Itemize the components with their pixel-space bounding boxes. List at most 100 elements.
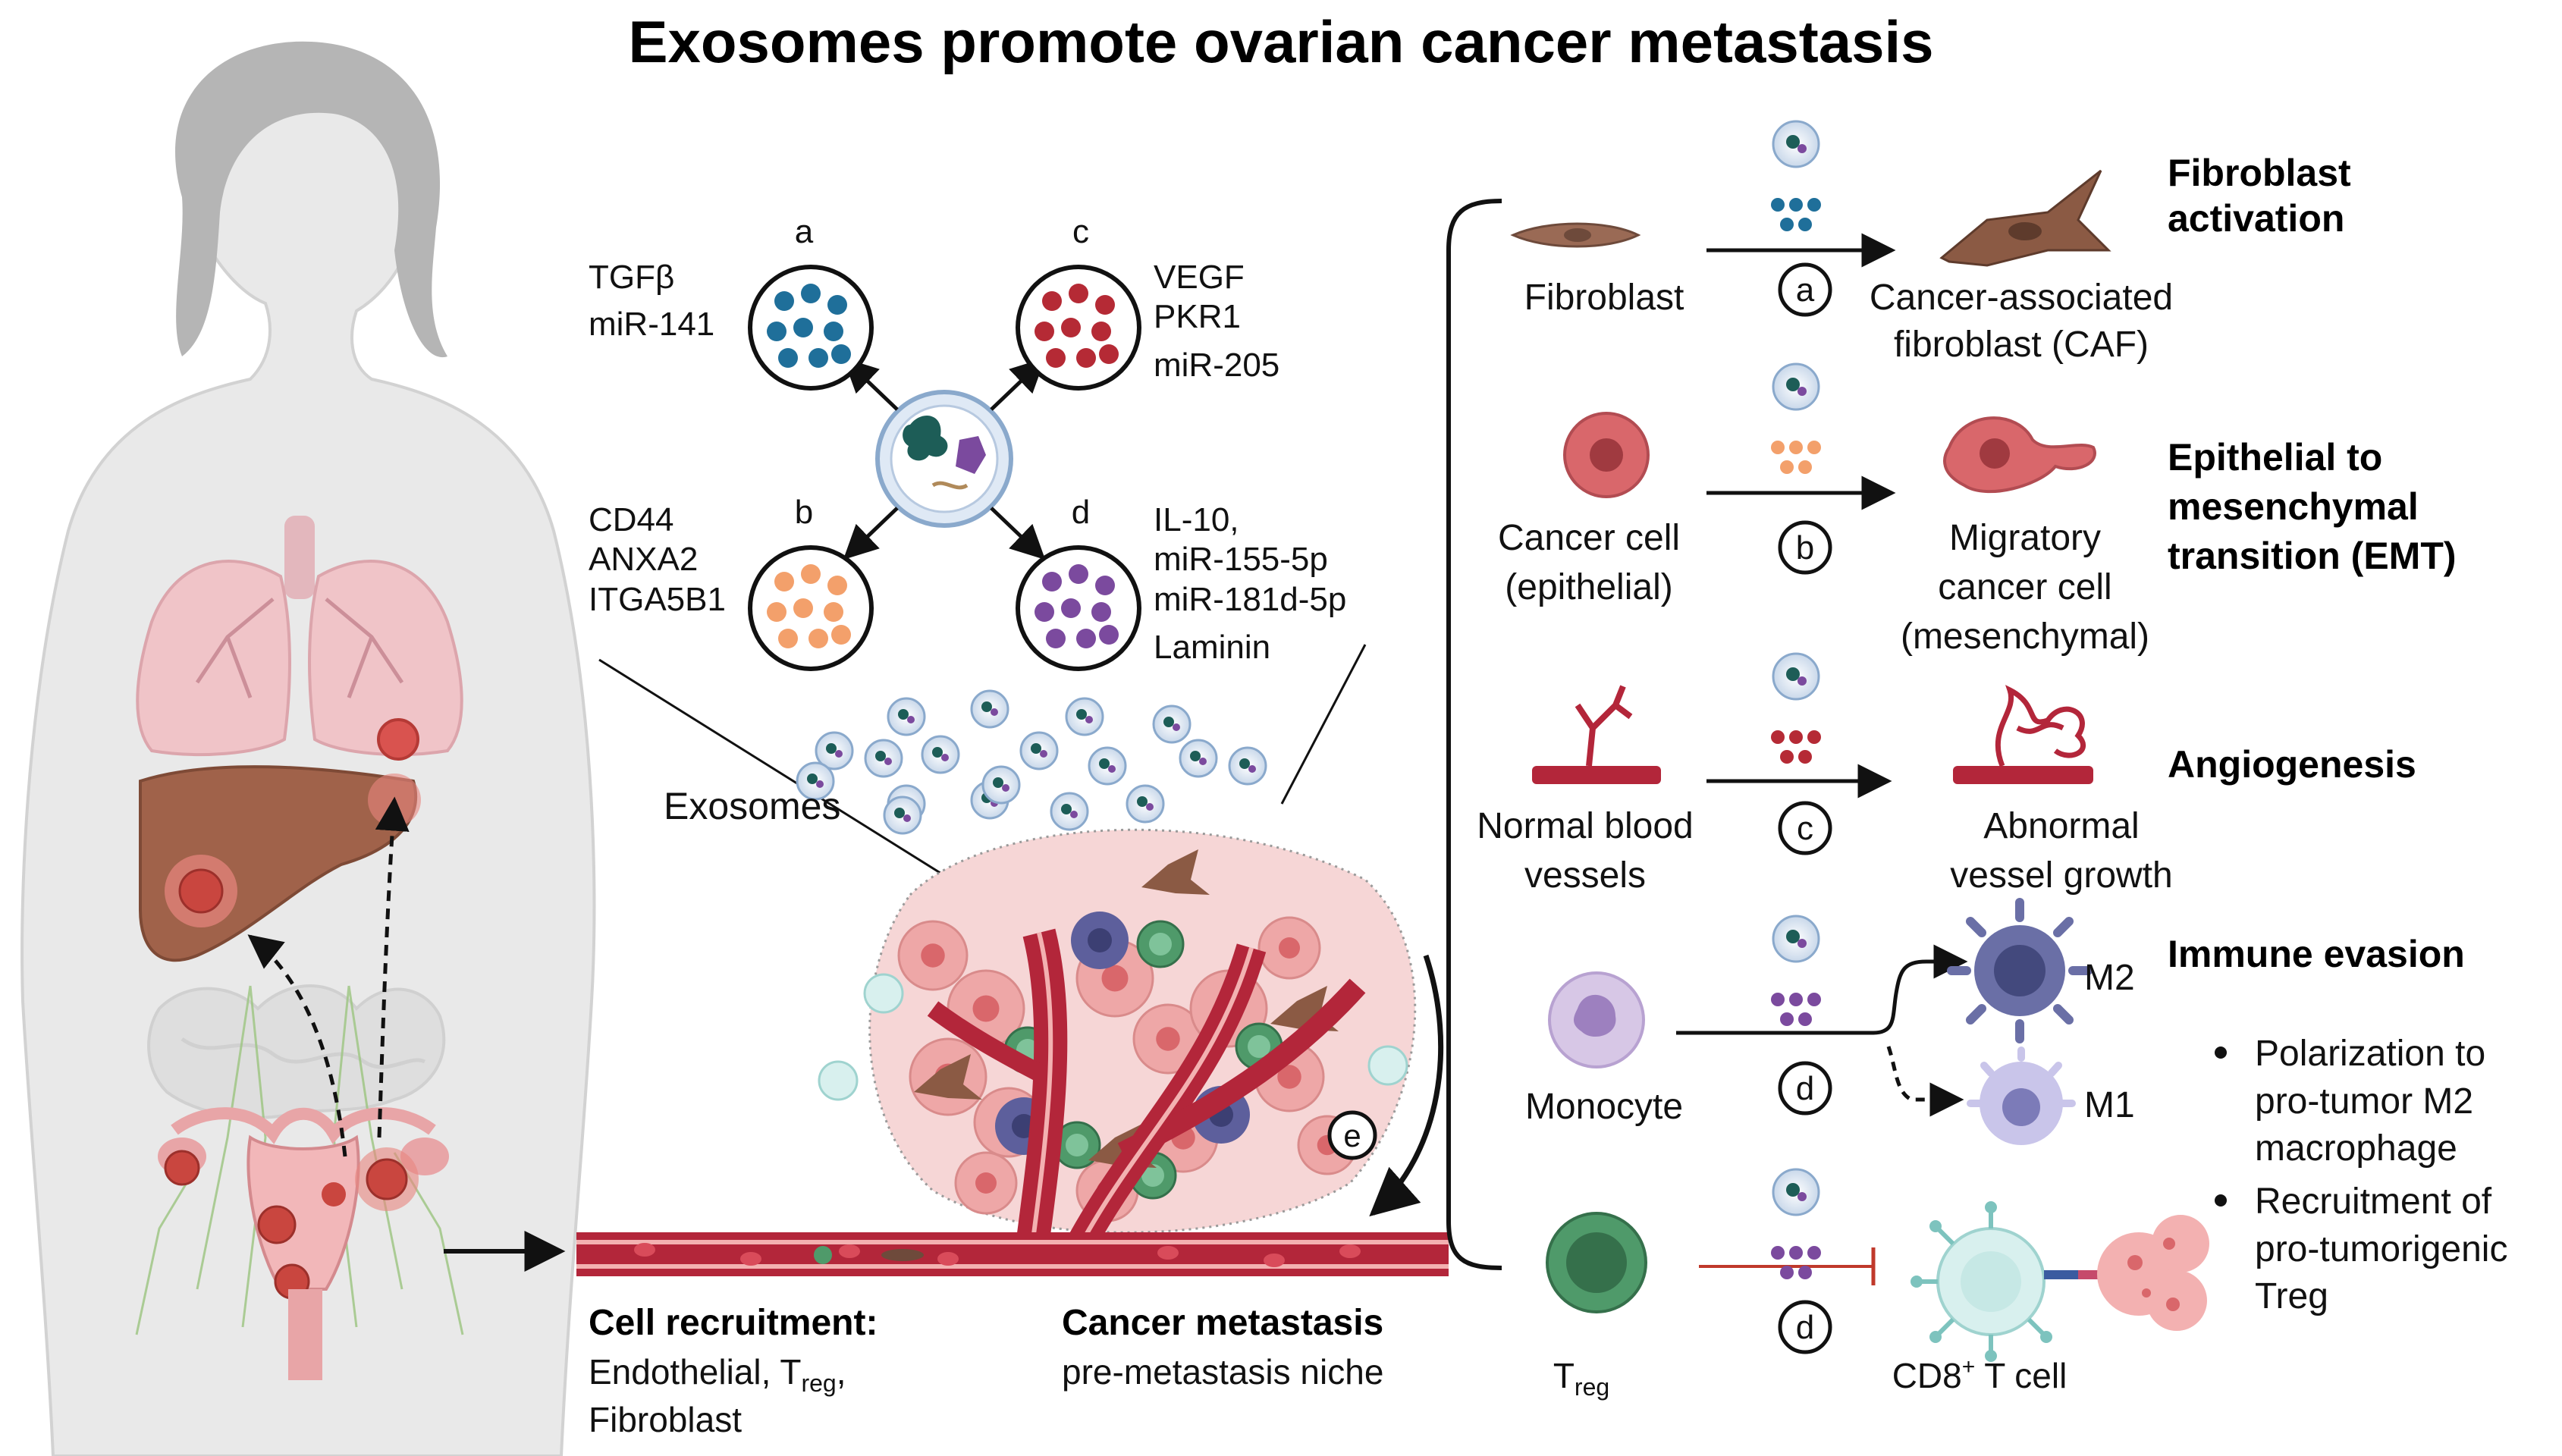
row-marker-letter: b (1796, 529, 1814, 566)
row-marker-letter: a (1796, 271, 1815, 309)
mesenchymal-cell-icon (1943, 416, 2096, 494)
zoom-line-right (1280, 644, 1367, 805)
cargo-d-item-4: Laminin (1154, 629, 1270, 666)
red-blood-cell (937, 1252, 959, 1266)
spread-arrow-lung (375, 796, 410, 1138)
cargo-dot (1099, 344, 1119, 364)
row-exosome-icon (1772, 915, 1820, 963)
row-cargo-dot (1771, 198, 1785, 212)
intestines (147, 984, 446, 1119)
niche-marker (1327, 1110, 1377, 1160)
cancer-cell-label-1: Cancer cell (1498, 518, 1680, 558)
cell-recruitment-caption: Cell recruitment: Endothelial, Treg, Fib… (589, 1303, 878, 1439)
exosome-icon (1126, 784, 1165, 824)
treg-label-main: T (1553, 1356, 1575, 1395)
normal-vessel-label-2: vessels (1524, 855, 1646, 896)
caf-label-2: fibroblast (CAF) (1894, 325, 2149, 365)
row-cargo-dot (1789, 730, 1803, 744)
cargo-a-item-2: miR-141 (589, 306, 714, 343)
row-immune: Monocyte M2 M1 Immune evasion (1525, 898, 2507, 1316)
niche-marker-letter: e (1343, 1118, 1361, 1153)
row-cargo-dot (1798, 460, 1812, 474)
cargo-b-item-1: CD44 (589, 501, 674, 538)
row-marker-letter: c (1797, 810, 1813, 847)
caf-icon (1939, 169, 2111, 267)
cargo-dot (1095, 295, 1115, 315)
caf-cell (914, 1054, 982, 1100)
recruit-line-1-sub: reg (801, 1370, 836, 1397)
caf-label-1: Cancer-associated (1870, 278, 2173, 318)
process-fibroblast-2: activation (2168, 197, 2344, 240)
rna-icon (956, 436, 986, 474)
cargo-dot (1046, 629, 1066, 648)
cargo-dot (801, 564, 821, 584)
liver (139, 765, 421, 962)
t-cell (863, 973, 904, 1014)
exosomes-label: Exosomes (664, 785, 840, 827)
row-exosomes (1771, 120, 1821, 1279)
row-cargo-dot (1780, 218, 1794, 231)
cargo-dot (827, 295, 847, 315)
fibroblast-label: Fibroblast (1524, 278, 1684, 318)
row-angiogenesis: Normal blood vessels Abnormal vessel gro… (1477, 685, 2416, 896)
exosome-icon (883, 795, 922, 835)
immune-bullets: Polarization to pro-tumor M2 macrophage … (2215, 1034, 2507, 1316)
cargo-dot (1069, 284, 1088, 303)
cargo-dot (1091, 322, 1111, 341)
metastasis-subtitle: pre-metastasis niche (1062, 1352, 1383, 1392)
exosome-icon (815, 731, 854, 770)
lung-tumor (377, 718, 419, 761)
row-cargo-dot (1798, 1266, 1812, 1279)
abnormal-vessel-label-2: vessel growth (1950, 855, 2172, 896)
metastasis-title: Cancer metastasis (1062, 1303, 1383, 1343)
niche-arrow (1369, 954, 1444, 1217)
t-cell (818, 1060, 859, 1101)
cargo-dot (1035, 322, 1054, 341)
cargo-letter-b: b (795, 494, 813, 531)
row-cargo-dot (1789, 441, 1803, 454)
bullet-2-line-3: Treg (2255, 1276, 2328, 1316)
row-exosome-icon (1772, 362, 1820, 411)
caf-cell (1141, 849, 1210, 895)
row-cargo-dot (1780, 750, 1794, 764)
cargo-dot (808, 629, 828, 648)
zoom-line-left (598, 658, 964, 889)
abnormal-vessel-icon (1953, 766, 2093, 784)
cargo-dot (767, 322, 786, 341)
exosome-icon (1152, 704, 1192, 744)
cargo-d-item-3: miR-181d-5p (1154, 581, 1346, 618)
cargo-letter-c: c (1072, 213, 1089, 250)
row-fibroblast: Fibroblast Cancer-associated fibroblast … (1510, 152, 2351, 365)
row-exosome-icon (1772, 652, 1820, 701)
process-emt-2: mesenchymal (2168, 485, 2419, 528)
human-body (20, 41, 596, 1456)
row-cargo-dot (1789, 1246, 1803, 1260)
red-blood-cell (1157, 1246, 1179, 1260)
cargo-b-item-2: ANXA2 (589, 541, 698, 578)
cargo-c-item-2: PKR1 (1154, 298, 1241, 335)
bracket (1446, 199, 1502, 1270)
row-cargo-dot (1807, 993, 1821, 1006)
cargo-letter-d: d (1072, 494, 1090, 531)
row-cargo-dot (1780, 1266, 1794, 1279)
exosome-icon (1019, 731, 1059, 770)
row-marker-circle (1778, 1300, 1832, 1354)
recruit-line-1-main: Endothelial, T (589, 1352, 801, 1392)
row-cargo-dot (1771, 1246, 1785, 1260)
exosome-icon (1065, 697, 1104, 736)
row-cargo-dot (1771, 730, 1785, 744)
m1-label: M1 (2084, 1085, 2135, 1125)
row-marker-circle (1778, 520, 1832, 575)
red-blood-cell (839, 1244, 860, 1258)
page-title: Exosomes promote ovarian cancer metastas… (628, 8, 1933, 75)
cargo-dot (1061, 318, 1081, 337)
treg-label-sub: reg (1575, 1373, 1609, 1401)
exosome-icon (796, 761, 835, 801)
process-emt-3: transition (EMT) (2168, 535, 2457, 577)
cd8-label: CD8+ T cell (1892, 1354, 2067, 1395)
cargo-dot (1069, 564, 1088, 584)
recruit-line-1-comma: , (837, 1352, 846, 1392)
uterus-ovaries (158, 1107, 449, 1380)
exosome-cargo-panel: a b c d TGFβ miR-141 CD44 ANXA2 ITGA5B1 … (589, 213, 1346, 671)
